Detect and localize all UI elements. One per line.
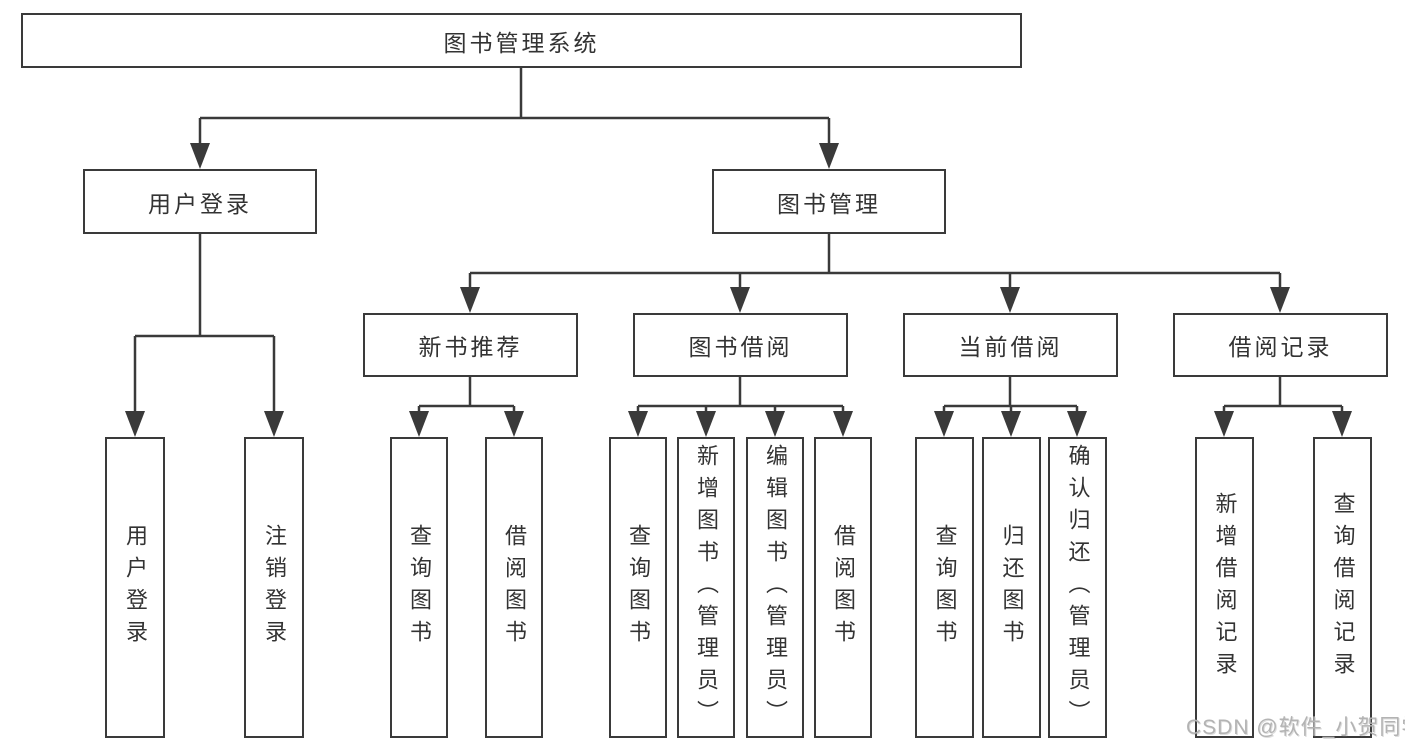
leaf-label: 注销登录 bbox=[262, 523, 287, 652]
arrowhead bbox=[1001, 411, 1021, 437]
node-book-management: 图书管理 bbox=[712, 169, 946, 234]
arrowhead bbox=[819, 143, 839, 169]
arrowhead bbox=[1270, 287, 1290, 313]
arrowhead bbox=[409, 411, 429, 437]
connector-recommend-split bbox=[409, 377, 524, 437]
leaf-label: 新增借阅记录 bbox=[1212, 491, 1238, 684]
arrowhead bbox=[190, 143, 210, 169]
leaf-user-login: 用户登录 bbox=[105, 437, 165, 738]
leaf-borrow-query-books: 查询图书 bbox=[609, 437, 667, 738]
arrowhead bbox=[504, 411, 524, 437]
leaf-current-return-books: 归还图书 bbox=[982, 437, 1041, 738]
connector-user-login-split bbox=[125, 233, 284, 437]
arrowhead bbox=[765, 411, 785, 437]
leaf-borrow-borrow-books: 借阅图书 bbox=[814, 437, 872, 738]
connector-root-split bbox=[190, 68, 839, 169]
arrowhead bbox=[696, 411, 716, 437]
node-current-borrowing: 当前借阅 bbox=[903, 313, 1118, 377]
leaf-label: 借阅图书 bbox=[831, 523, 856, 652]
arrowhead bbox=[833, 411, 853, 437]
leaf-borrow-add-books-admin: 新增图书（管理员） bbox=[677, 437, 735, 738]
leaf-label: 新增图书（管理员） bbox=[694, 443, 719, 732]
node-user-login: 用户登录 bbox=[83, 169, 317, 234]
leaf-records-add-borrow-record: 新增借阅记录 bbox=[1195, 437, 1254, 738]
leaf-label: 确认归还（管理员） bbox=[1065, 443, 1091, 732]
arrowhead bbox=[125, 411, 145, 437]
arrowhead bbox=[730, 287, 750, 313]
arrowhead bbox=[264, 411, 284, 437]
leaf-logout: 注销登录 bbox=[244, 437, 304, 738]
arrowhead bbox=[628, 411, 648, 437]
arrowhead bbox=[460, 287, 480, 313]
leaf-current-query-books: 查询图书 bbox=[915, 437, 974, 738]
arrowhead bbox=[1067, 411, 1087, 437]
arrowhead bbox=[1000, 287, 1020, 313]
leaf-label: 编辑图书（管理员） bbox=[763, 443, 788, 732]
leaf-label: 查询图书 bbox=[932, 523, 958, 652]
leaf-label: 查询借阅记录 bbox=[1330, 491, 1356, 684]
leaf-label: 查询图书 bbox=[626, 523, 651, 652]
node-book-borrowing: 图书借阅 bbox=[633, 313, 848, 377]
leaf-label: 查询图书 bbox=[407, 523, 432, 652]
watermark-text: CSDN @软件_小贺同学 bbox=[1186, 716, 1405, 739]
node-new-book-recommend: 新书推荐 bbox=[363, 313, 578, 377]
arrowhead bbox=[934, 411, 954, 437]
connector-current-split bbox=[934, 377, 1087, 437]
leaf-borrow-edit-books-admin: 编辑图书（管理员） bbox=[746, 437, 804, 738]
leaf-recommend-borrow-books: 借阅图书 bbox=[485, 437, 543, 738]
leaf-label: 用户登录 bbox=[123, 523, 148, 652]
arrowhead bbox=[1214, 411, 1234, 437]
leaf-recommend-query-books: 查询图书 bbox=[390, 437, 448, 738]
node-borrowing-records: 借阅记录 bbox=[1173, 313, 1388, 377]
connector-borrow-split bbox=[628, 377, 853, 437]
leaf-label: 借阅图书 bbox=[502, 523, 527, 652]
connector-records-split bbox=[1214, 377, 1352, 437]
arrowhead bbox=[1332, 411, 1352, 437]
leaf-records-query-borrow-record: 查询借阅记录 bbox=[1313, 437, 1372, 738]
leaf-current-confirm-return-admin: 确认归还（管理员） bbox=[1048, 437, 1107, 738]
leaf-label: 归还图书 bbox=[999, 523, 1025, 652]
connector-book-mgmt-split bbox=[460, 233, 1290, 313]
node-library-system: 图书管理系统 bbox=[21, 13, 1022, 68]
